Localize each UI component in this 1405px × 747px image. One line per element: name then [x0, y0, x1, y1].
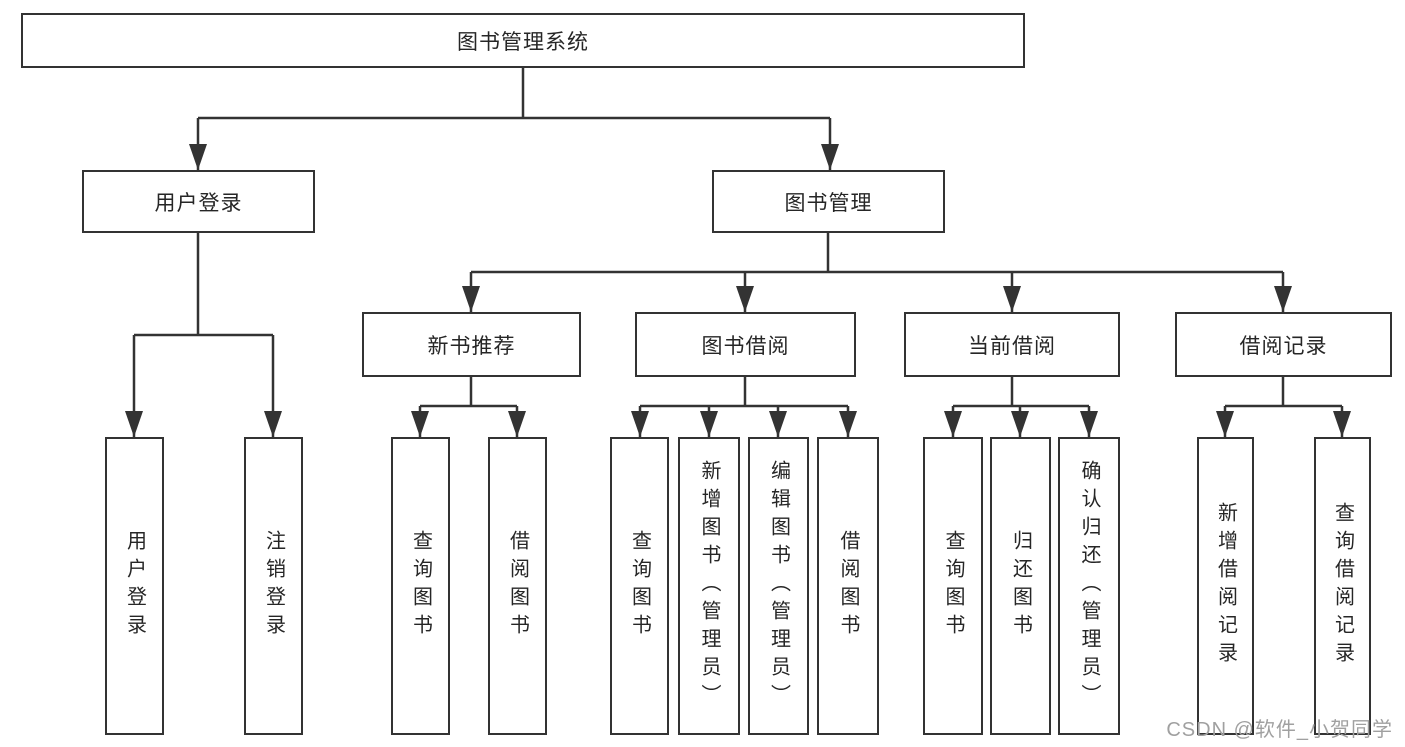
node-leaf-edit-book-admin: 编辑图书（管理员）	[748, 437, 809, 735]
node-label: 借阅记录	[1239, 334, 1328, 358]
node-label: 图书管理	[784, 191, 873, 215]
node-label: 确认归还（管理员）	[1078, 460, 1100, 712]
node-label: 归还图书	[1009, 530, 1032, 642]
node-root: 图书管理系统	[21, 13, 1025, 68]
connector-userlogin-to-leaves	[134, 233, 273, 337]
node-leaf-query-borrow-record: 查询借阅记录	[1314, 437, 1371, 735]
node-borrow-records: 借阅记录	[1175, 312, 1392, 377]
node-book-borrow: 图书借阅	[635, 312, 856, 377]
node-label: 查询图书	[409, 530, 432, 642]
node-leaf-query-books-current: 查询图书	[923, 437, 983, 735]
node-new-book-recommend: 新书推荐	[362, 312, 581, 377]
node-label: 注销登录	[262, 530, 285, 642]
node-book-management: 图书管理	[712, 170, 945, 233]
node-label: 当前借阅	[968, 334, 1056, 358]
connector-current-to-leaves	[953, 377, 1089, 408]
node-leaf-borrow-books: 借阅图书	[817, 437, 879, 735]
node-label: 图书借阅	[701, 334, 790, 358]
node-leaf-user-login: 用户登录	[105, 437, 164, 735]
node-user-login: 用户登录	[82, 170, 315, 233]
connector-records-to-leaves	[1225, 377, 1342, 408]
node-label: 用户登录	[154, 191, 243, 215]
node-label: 新书推荐	[427, 334, 516, 358]
node-current-borrow: 当前借阅	[904, 312, 1120, 377]
node-label: 查询借阅记录	[1331, 502, 1354, 670]
node-label: 新增借阅记录	[1214, 502, 1237, 670]
node-leaf-borrow-books-recommend: 借阅图书	[488, 437, 547, 735]
node-label: 查询图书	[942, 530, 964, 642]
node-label: 用户登录	[123, 530, 146, 642]
node-leaf-add-borrow-record: 新增借阅记录	[1197, 437, 1254, 735]
node-label: 查询图书	[628, 530, 651, 642]
node-leaf-add-book-admin: 新增图书（管理员）	[678, 437, 740, 735]
connector-recommend-to-leaves	[420, 377, 517, 408]
csdn-watermark: CSDN @软件_小贺同学	[1166, 719, 1393, 741]
connector-borrow-to-leaves	[640, 377, 848, 408]
connector-bookmgmt-to-level3	[471, 233, 1283, 274]
node-leaf-logout: 注销登录	[244, 437, 303, 735]
node-label: 新增图书（管理员）	[698, 460, 720, 712]
connector-root-to-level2	[198, 67, 830, 120]
node-leaf-query-books-recommend: 查询图书	[391, 437, 450, 735]
node-label: 编辑图书（管理员）	[767, 460, 790, 712]
node-leaf-query-books-borrow: 查询图书	[610, 437, 669, 735]
node-leaf-return-book: 归还图书	[990, 437, 1051, 735]
node-leaf-confirm-return-admin: 确认归还（管理员）	[1058, 437, 1120, 735]
node-root-label: 图书管理系统	[457, 30, 589, 54]
node-label: 借阅图书	[506, 530, 529, 642]
node-label: 借阅图书	[837, 530, 859, 642]
